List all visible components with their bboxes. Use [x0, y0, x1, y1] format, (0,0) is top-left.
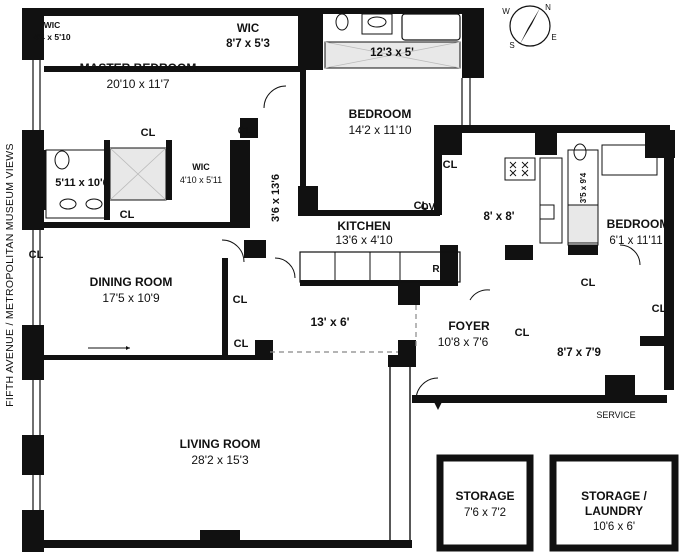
range-label: R — [432, 264, 440, 275]
storage-laundry-name-1: STORAGE / — [581, 489, 647, 503]
bath3-dims: 3'5 x 9'4 — [579, 172, 588, 203]
closet-label: CL — [443, 159, 458, 171]
entry-arrow-icon — [434, 395, 442, 410]
dining-dims: 17'5 x 10'9 — [102, 291, 160, 305]
ov-label: OV — [421, 202, 436, 213]
bedroom1-dims: 14'2 x 11'10 — [348, 123, 411, 137]
bath2-dims: 5'11 x 10'6 — [55, 177, 109, 189]
compass-icon: N S E W — [502, 3, 556, 50]
foyer-dims: 10'8 x 7'6 — [438, 335, 489, 349]
bedroom2-dims: 6'1 x 11'11 — [609, 235, 662, 247]
service-label: SERVICE — [596, 410, 635, 420]
wic1-name: WIC — [44, 20, 61, 30]
wic1-dims: 4'4 x 5'10 — [33, 32, 70, 42]
closet-label: CL — [233, 294, 248, 306]
living-name: LIVING ROOM — [180, 437, 261, 451]
storage-laundry-name-2: LAUNDRY — [585, 504, 643, 518]
master-name: MASTER BEDROOM — [80, 61, 197, 75]
closet-label: CL — [29, 249, 44, 261]
closet-label: CL — [238, 125, 253, 137]
kitchen-name: KITCHEN — [337, 219, 390, 233]
room-labels: WIC 4'4 x 5'10 WIC 8'7 x 5'3 12'3 x 5' M… — [29, 20, 670, 533]
bedroom1-name: BEDROOM — [349, 107, 412, 121]
closet-label: CL — [652, 303, 667, 315]
closet-label: CL — [515, 327, 530, 339]
hall-dims: 3'6 x 13'6 — [270, 174, 282, 222]
wic3-dims: 4'10 x 5'11 — [180, 175, 222, 185]
door-swings — [221, 85, 641, 401]
master-dims: 20'10 x 11'7 — [106, 77, 169, 91]
wic2-name: WIC — [237, 23, 259, 35]
closet-label: CL — [234, 338, 249, 350]
kitchen-dims: 13'6 x 4'10 — [335, 233, 393, 247]
storage-name: STORAGE — [455, 489, 514, 503]
walls — [22, 8, 675, 552]
bedroom2-name: BEDROOM — [607, 217, 670, 231]
wic3-name: WIC — [192, 162, 210, 172]
svg-text:W: W — [502, 7, 510, 16]
closet-label: CL — [414, 200, 429, 212]
foyer-name: FOYER — [448, 319, 490, 333]
storage-laundry-dims: 10'6 x 6' — [593, 521, 635, 533]
svg-text:S: S — [509, 41, 514, 50]
storage-dims: 7'6 x 7'2 — [464, 507, 506, 519]
dining-name: DINING ROOM — [90, 275, 173, 289]
hall2-dims: 8'7 x 7'9 — [557, 347, 601, 359]
closet-label: CL — [141, 127, 156, 139]
svg-text:E: E — [551, 33, 556, 42]
living-dims: 28'2 x 15'3 — [191, 453, 249, 467]
gallery-dims: 13' x 6' — [310, 315, 349, 329]
wic2-dims: 8'7 x 5'3 — [226, 38, 270, 50]
pantry-dims: 8' x 8' — [483, 211, 514, 223]
closet-label: CL — [120, 209, 135, 221]
closet-label: CL — [581, 277, 596, 289]
svg-text:N: N — [545, 3, 551, 12]
bath1-dims: 12'3 x 5' — [370, 47, 414, 59]
side-label: FIFTH AVENUE / METROPOLITAN MUSEUM VIEWS — [4, 143, 16, 407]
